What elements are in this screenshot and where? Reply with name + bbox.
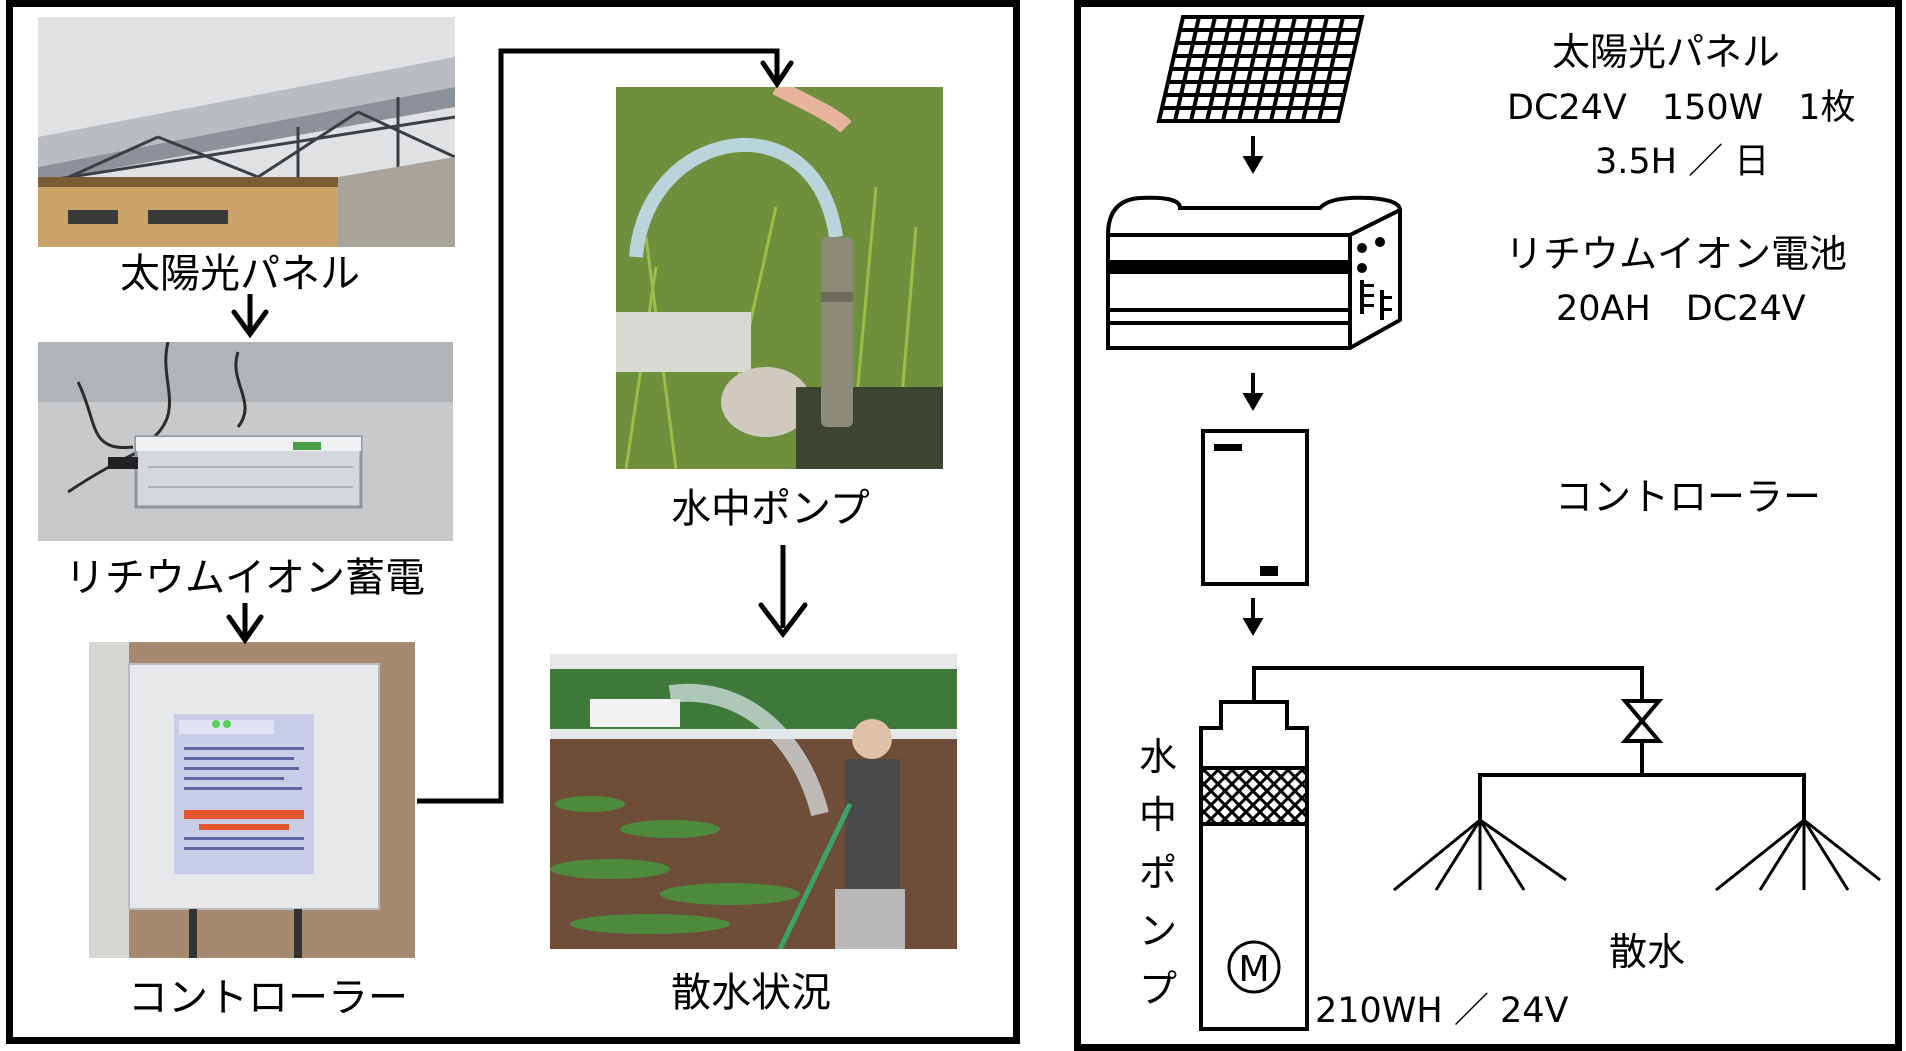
controller-title: コントローラー (1555, 475, 1822, 519)
pump-title-char: 水 (1138, 735, 1177, 779)
pump-title-char: ポ (1138, 851, 1177, 895)
solar-panel-spec-line1: DC24V 150W 1枚 (1507, 88, 1856, 128)
pump-label: 水中ポンプ (671, 486, 870, 532)
battery-label: リチウムイオン蓄電 (65, 555, 425, 601)
solar-panel-photo (38, 17, 455, 247)
solar-panel-title: 太陽光パネル (1552, 30, 1781, 74)
pump-title-char: ン (1138, 909, 1177, 953)
pump-spec: 210WH ／ 24V (1315, 991, 1569, 1031)
sprinkling-photo (550, 654, 957, 949)
battery-photo (38, 342, 453, 541)
controller-photo (89, 642, 415, 958)
pump-title-char: プ (1138, 967, 1177, 1011)
battery-spec: 20AH DC24V (1556, 289, 1806, 329)
sprinkling-label: 散水状況 (671, 970, 831, 1016)
pump-photo (616, 87, 943, 469)
battery-title: リチウムイオン電池 (1505, 232, 1848, 276)
solar-panel-spec-line2: 3.5H ／ 日 (1595, 142, 1770, 182)
schematic-panel (1074, 0, 1902, 1051)
sprinkler-title: 散水 (1609, 930, 1686, 974)
solar-panel-label: 太陽光パネル (120, 251, 360, 297)
pump-title: 水 中 ポ ン プ (1134, 728, 1182, 1018)
controller-label: コントローラー (128, 975, 408, 1021)
pump-title-char: 中 (1138, 793, 1177, 837)
